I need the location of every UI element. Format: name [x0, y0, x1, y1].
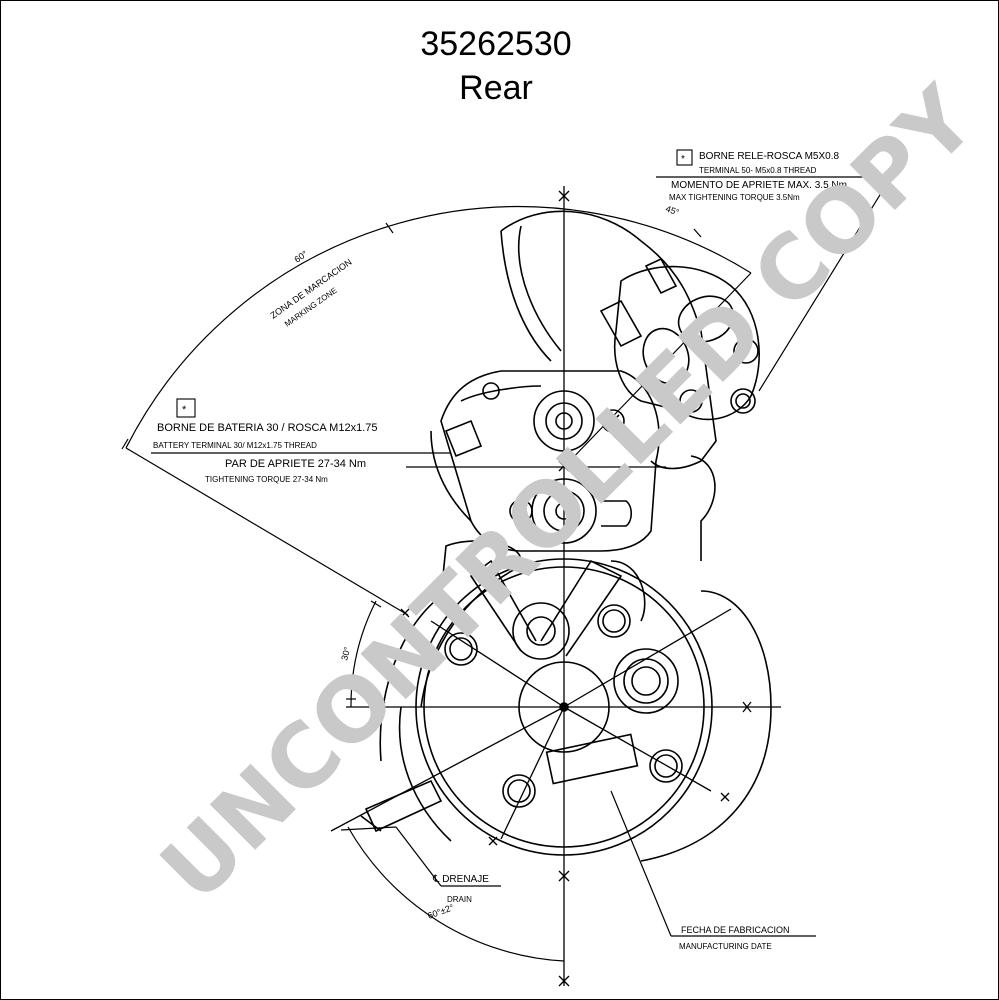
date-plate — [545, 733, 639, 785]
angle-drain-label: 60°±2° — [426, 902, 455, 921]
angle-30-label: 30° — [339, 645, 352, 661]
drain-tube — [360, 779, 443, 833]
battery-torque-label-en: TIGHTENING TORQUE 27-34 Nm — [205, 475, 328, 484]
battery-terminal-label-es: BORNE DE BATERIA 30 / ROSCA M12x1.75 — [157, 422, 378, 434]
drain-label-es: ℄ DRENAJE — [432, 874, 489, 885]
angle-60-label: 60° — [292, 248, 309, 264]
relay-note-mark: * — [681, 154, 685, 165]
marking-zone-arc — [121, 206, 752, 616]
battery-terminal-studs — [444, 382, 633, 544]
drain-label-en: DRAIN — [447, 895, 472, 904]
drain-angle-arc — [340, 826, 565, 962]
battery-note-mark: * — [182, 404, 187, 416]
relay-terminal-label-en: TERMINAL 50- M5x0.8 THREAD — [699, 166, 817, 175]
relay-note-box — [676, 149, 693, 166]
battery-note-box — [176, 398, 196, 418]
view-label: Rear — [459, 69, 533, 107]
battery-terminal-label-en: BATTERY TERMINAL 30/ M12x1.75 THREAD — [153, 441, 317, 450]
uncontrolled-copy-watermark: UNCONTROLLED COPY — [141, 66, 996, 921]
center-hub — [512, 602, 610, 753]
battery-torque-label-es: PAR DE APRIETE 27-34 Nm — [225, 458, 366, 470]
center-lines — [330, 186, 781, 986]
motor-housing — [379, 455, 772, 862]
connector-cables — [469, 559, 646, 657]
relay-terminal-block — [599, 257, 760, 421]
relay-torque-label-en: MAX TIGHTENING TORQUE 3.5Nm — [669, 193, 800, 202]
solenoid-body — [430, 210, 717, 552]
leader-lines — [151, 176, 892, 937]
date-label-en: MANUFACTURING DATE — [679, 942, 772, 951]
date-label-es: FECHA DE FABRICACION — [681, 925, 790, 935]
part-number-title: 35262530 — [420, 25, 572, 63]
angle-45-label: 45° — [664, 203, 681, 217]
bolt-holes — [444, 604, 683, 808]
angle-30-arc — [346, 600, 382, 708]
relay-terminal-label-es: BORNE RELE-ROSCA M5X0.8 — [699, 151, 839, 162]
relay-torque-label-es: MOMENTO DE APRIETE MAX. 3.5 Nm — [671, 180, 847, 191]
dimension-ticks — [376, 190, 752, 987]
